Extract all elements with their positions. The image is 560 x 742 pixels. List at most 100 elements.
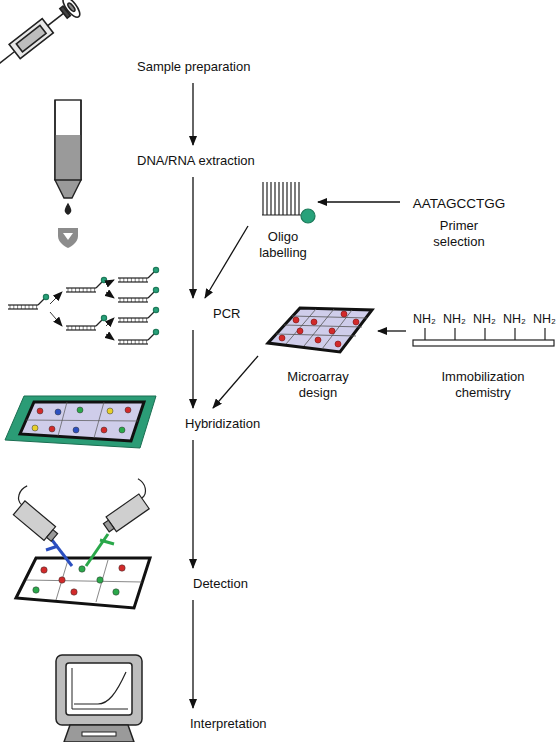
pcr-amplification-icon (8, 267, 159, 344)
dna-rung (146, 298, 147, 302)
oligo-tick (270, 182, 271, 215)
immobilization-surface-icon (413, 328, 554, 346)
dna-rung (123, 340, 124, 344)
label-stem (96, 282, 102, 288)
dna-rung (135, 318, 136, 322)
detection-scanner-icon (6, 478, 157, 608)
dna-rung (135, 340, 136, 344)
flow-arrow (192, 440, 193, 568)
dna-rung (79, 288, 80, 292)
step-label: AATAGCCTGG (413, 196, 506, 212)
chemical-group-label: NH₂ (413, 312, 436, 326)
step-node: AATAGCCTGGPrimer selection (404, 192, 514, 254)
step-node: DNA/RNA extraction (130, 149, 261, 173)
oligo-tick (298, 182, 299, 215)
dna-rung (146, 318, 147, 322)
step-label: DNA/RNA extraction (137, 153, 255, 169)
label-dot (101, 277, 106, 282)
oligo-tick (274, 182, 275, 215)
oligo-tick (286, 182, 287, 215)
dna-rung (142, 318, 143, 322)
step-label: Hybridization (185, 416, 260, 432)
label-stem (148, 334, 154, 340)
flow-arrow (192, 83, 193, 145)
dna-strand (66, 329, 96, 330)
dna-rung (123, 278, 124, 282)
hybridization-slide-icon (5, 396, 156, 448)
dna-rung (131, 278, 132, 282)
dna-rung (139, 318, 140, 322)
chemical-group-label: NH₂ (533, 312, 556, 326)
dna-rung (135, 278, 136, 282)
dna-rung (79, 326, 80, 330)
dna-rung (120, 318, 121, 322)
dna-rung (139, 340, 140, 344)
dna-strand (66, 287, 96, 288)
step-label: PCR (213, 306, 240, 322)
dna-rung (131, 340, 132, 344)
computer-monitor-icon (56, 655, 142, 742)
dna-rung (120, 340, 121, 344)
dna-rung (75, 326, 76, 330)
pcr-arrow (106, 292, 114, 298)
step-node: PCR (180, 302, 246, 326)
step-node: Microarray design (262, 300, 374, 405)
dna-rung (127, 340, 128, 344)
flow-arrow (192, 600, 193, 708)
oligo-tick (294, 182, 295, 215)
label-stem (148, 272, 154, 278)
dna-rung (94, 288, 95, 292)
dna-rung (68, 288, 69, 292)
dna-rung (10, 305, 11, 309)
extraction-column-icon (55, 100, 81, 248)
dna-rung (90, 288, 91, 292)
step-label: Immobilization chemistry (433, 369, 533, 401)
oligo-tick (278, 182, 279, 215)
dna-rung (17, 305, 18, 309)
pcr-arrow (106, 318, 114, 326)
dna-rung (139, 298, 140, 302)
label-dot (153, 307, 158, 312)
label-dot (153, 287, 158, 292)
dna-rung (71, 288, 72, 292)
step-label: Interpretation (190, 716, 267, 732)
dna-rung (142, 298, 143, 302)
label-dot (153, 329, 158, 334)
dna-strand (66, 291, 96, 292)
label-stem (96, 320, 102, 326)
dna-rung (29, 305, 30, 309)
dna-rung (87, 326, 88, 330)
dna-rung (131, 298, 132, 302)
dna-strand (118, 343, 148, 344)
dna-strand (118, 301, 148, 302)
step-node: Oligo labelling (252, 172, 314, 265)
syringe-icon (0, 0, 83, 75)
pcr-arrow (106, 280, 114, 284)
microarray-slide-icon (268, 308, 372, 352)
dna-rung (123, 318, 124, 322)
dna-strand (118, 281, 148, 282)
dna-rung (87, 288, 88, 292)
label-stem (148, 292, 154, 298)
dna-rung (131, 318, 132, 322)
dna-strand (66, 325, 96, 326)
dna-rung (146, 340, 147, 344)
flow-arrow (213, 356, 258, 408)
dna-rung (32, 305, 33, 309)
dna-rung (75, 288, 76, 292)
dna-strand (118, 297, 148, 298)
dna-rung (139, 278, 140, 282)
dna-rung (127, 318, 128, 322)
dna-rung (13, 305, 14, 309)
dna-rung (127, 298, 128, 302)
chemical-group-label: NH₂ (443, 312, 466, 326)
dna-rung (120, 298, 121, 302)
label-dot (101, 315, 106, 320)
dna-rung (25, 305, 26, 309)
step-label: Oligo labelling (253, 229, 313, 261)
dna-rung (36, 305, 37, 309)
label-dot (153, 267, 158, 272)
dna-strand (118, 317, 148, 318)
oligo-probe-icon (262, 182, 315, 223)
